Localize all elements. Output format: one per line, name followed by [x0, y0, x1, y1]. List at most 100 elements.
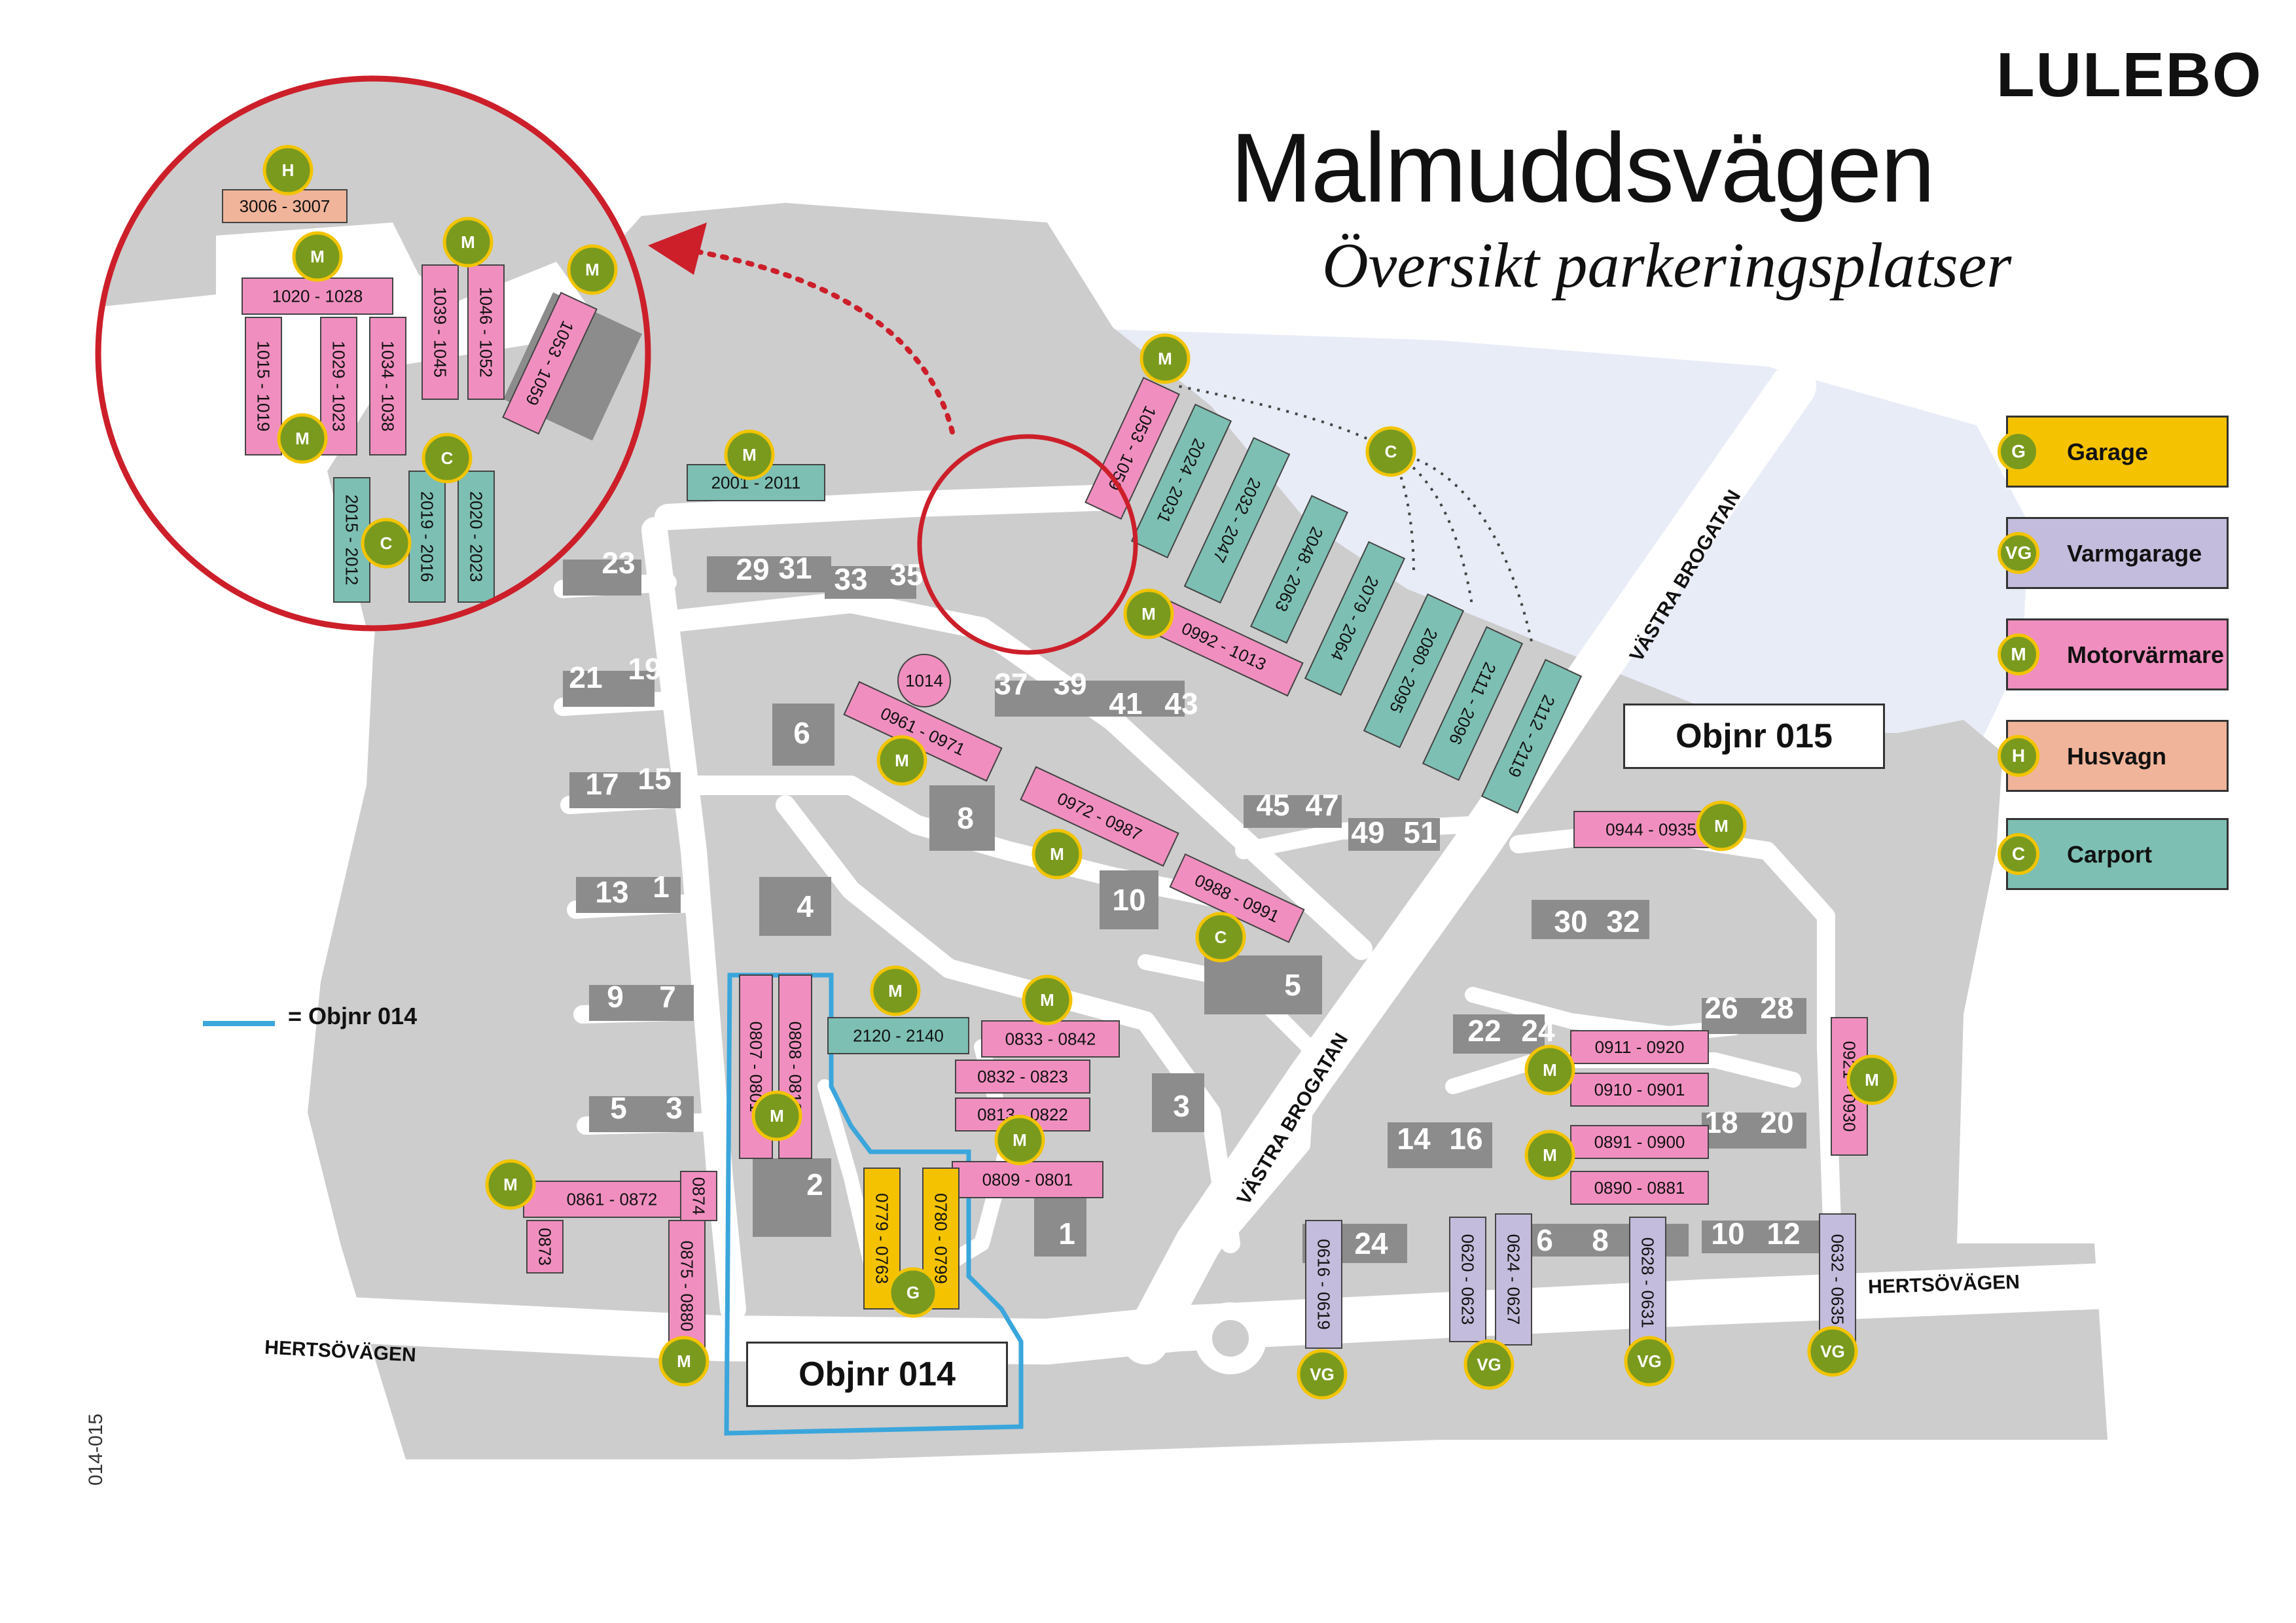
house-number-37: 37 [994, 667, 1028, 701]
badge-m-icon: M [1524, 1044, 1575, 1096]
zoom-target-ring [917, 434, 1138, 655]
parking-spot-label: 0891 - 0900 [1594, 1132, 1685, 1152]
house-number-7: 7 [659, 980, 676, 1014]
parking-spot-0616 - 0619: 0616 - 0619 [1305, 1220, 1342, 1349]
building-19 [589, 1096, 694, 1132]
house-number-1: 1 [653, 870, 670, 904]
document-code: 014-015 [85, 1413, 107, 1486]
parking-spot-rect [668, 1220, 706, 1352]
badge-text: M [1158, 349, 1172, 368]
badge-text: C [380, 533, 393, 553]
building-2 [825, 566, 916, 599]
inset-badge-c-icon: C [422, 433, 473, 484]
parking-spot-0809 - 0801: 0809 - 0801 [952, 1161, 1103, 1198]
parking-spot-rect [1363, 593, 1465, 749]
husvagn-badge-icon: H [1998, 735, 2039, 777]
objnr-014-label: Objnr 014 [746, 1342, 1008, 1407]
inset-parking-label: 1020 - 1028 [272, 287, 363, 306]
house-number-32: 32 [1606, 904, 1640, 938]
parking-spot-0891 - 0900: 0891 - 0900 [1570, 1125, 1709, 1159]
objnr-014-legend-line [203, 1021, 275, 1026]
parking-spot-label: 0890 - 0881 [1594, 1178, 1685, 1198]
building-16 [589, 985, 694, 1021]
badge-text: M [1543, 1145, 1557, 1165]
legend-label-husvagn: Husvagn [2067, 743, 2167, 770]
inset-badge-h-icon: H [262, 145, 314, 196]
inset-parking-label: 2019 - 2016 [418, 491, 437, 582]
badge-circle [485, 1159, 536, 1210]
house-number-26: 26 [1704, 991, 1738, 1025]
house-number-19: 19 [628, 652, 661, 686]
building-18 [1453, 1014, 1545, 1054]
inset-parking-spot-1039 - 1045: 1039 - 1045 [422, 264, 459, 400]
house-number-10: 10 [1112, 883, 1145, 917]
street-name-hertsovagen-east: HERTSÖVÄGEN [1868, 1271, 2020, 1298]
badge-circle [1624, 1336, 1675, 1387]
parking-spot-0861 - 0872: 0861 - 0872 [523, 1181, 701, 1218]
badge-text: M [1141, 604, 1156, 624]
badge-text: M [461, 232, 475, 252]
parking-spot-label: 0873 [535, 1228, 555, 1266]
inset-badge-m-icon: M [292, 231, 343, 282]
house-number-20: 20 [1760, 1105, 1793, 1139]
inset-parking-rect [422, 264, 459, 400]
building-13 [1532, 900, 1649, 939]
parking-spot-1014-label: 1014 [905, 671, 943, 690]
parking-spot-label: 0944 - 0935 [1605, 820, 1696, 840]
building-6 [772, 704, 834, 766]
building-22 [1388, 1122, 1492, 1168]
badge-m-icon: M [876, 735, 927, 786]
house-number-18: 18 [1704, 1105, 1738, 1139]
building-8 [1244, 795, 1342, 828]
building-9 [1348, 818, 1440, 851]
parking-spot-rect [1130, 403, 1232, 559]
badge-circle [1846, 1054, 1897, 1105]
house-number-4: 4 [797, 889, 814, 923]
house-number-24: 24 [1354, 1226, 1388, 1260]
inset-parking-spot-1034 - 1038: 1034 - 1038 [369, 317, 406, 455]
badge-text: M [295, 429, 310, 448]
house-number-16: 16 [1449, 1122, 1482, 1156]
badge-text: VG [1820, 1342, 1845, 1361]
parking-spot-0628 - 0631: 0628 - 0631 [1629, 1217, 1666, 1349]
parking-spot-0890 - 0881: 0890 - 0881 [1570, 1171, 1709, 1205]
parking-spot-1014-marker [897, 654, 951, 707]
building-3 [563, 671, 655, 707]
parking-spot-0632 - 0635: 0632 - 0635 [1819, 1213, 1856, 1346]
badge-circle [262, 145, 314, 196]
parking-spot-rect [680, 1171, 717, 1221]
parking-spot-rect [1495, 1213, 1532, 1346]
parking-spot-rect [1020, 766, 1179, 867]
parking-spot-0873: 0873 [526, 1220, 564, 1274]
parking-spot-label: 0616 - 0619 [1314, 1239, 1334, 1330]
parking-spot-label: 0833 - 0842 [1005, 1029, 1096, 1049]
parking-spot-label: 0861 - 0872 [567, 1190, 658, 1209]
badge-text: M [1013, 1130, 1027, 1150]
badge-m-icon: M [1524, 1130, 1575, 1181]
badge-c-icon: C [1365, 426, 1416, 477]
building-5 [1086, 681, 1185, 717]
badge-circle [1195, 912, 1246, 963]
badge-circle [277, 413, 328, 464]
inset-parking-rect [242, 277, 393, 315]
house-number-47: 47 [1305, 788, 1338, 822]
inset-parking-rect [467, 264, 505, 400]
objnr-014-legend-label: = Objnr 014 [288, 1003, 418, 1029]
badge-circle [1463, 1339, 1515, 1390]
badge-circle [870, 965, 921, 1016]
objnr-014-boundary [724, 972, 1024, 1436]
house-number-24: 24 [1521, 1014, 1555, 1048]
badge-text: M [585, 260, 600, 279]
inset-ring [95, 75, 651, 632]
varmgarage-badge-icon: VG [1998, 532, 2039, 574]
parking-spot-label: 0620 - 0623 [1458, 1234, 1478, 1325]
inset-badge-c-icon: C [361, 518, 412, 569]
parking-spot-0910 - 0901: 0910 - 0901 [1570, 1073, 1709, 1107]
page-subtitle: Översikt parkeringsplatser [1322, 230, 2012, 301]
inset-parking-label: 2020 - 2023 [467, 491, 486, 582]
badge-circle [724, 429, 775, 480]
parking-spot-label: 0780 - 0799 [931, 1193, 951, 1284]
inset-parking-label: 1015 - 1019 [254, 341, 274, 432]
